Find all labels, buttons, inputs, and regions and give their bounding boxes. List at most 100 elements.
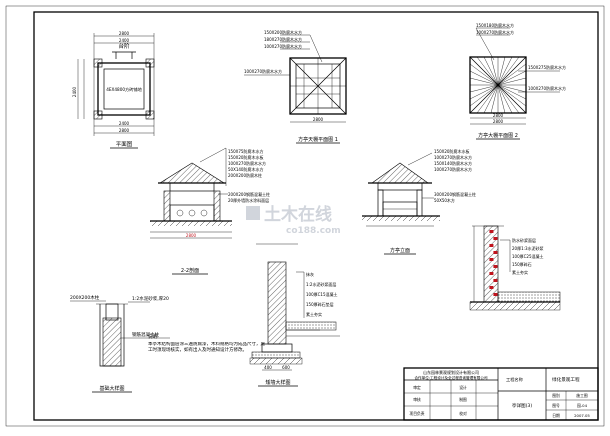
rafter-line — [497, 84, 506, 114]
brick-mark — [493, 265, 498, 268]
brick-mark — [493, 251, 498, 254]
outer-border — [5, 5, 605, 427]
roof2-title: 方亭大棚平面图 2 — [478, 132, 518, 139]
plan-dim-side: 2400 — [72, 86, 77, 97]
tb-project-label: 工程名称 — [506, 376, 523, 383]
rafter-line — [497, 84, 520, 114]
s22-callout-7: 20厚外墙防水涂料面层 — [228, 197, 269, 203]
tb-project-name: 绿化景观工程 — [552, 376, 580, 383]
brick-mark — [493, 237, 498, 240]
roof2-dim-1: 2800 — [493, 113, 504, 118]
plan-view: 台阶 2800 2400 4EX4800方砖铺地 2400 2800 2400 … — [72, 31, 155, 149]
wd-callout-2: 1:2水泥砂浆面层 — [306, 281, 336, 287]
notes-text: 本亭木结构面层涂三遍防腐漆，木料规格均为成品尺寸，施工时须现场核实，如有出入及时… — [148, 342, 265, 353]
rafter-line — [497, 84, 527, 100]
roof2-callout-3: 150X275防腐木水方 — [528, 64, 566, 70]
rafter-line — [497, 56, 520, 86]
rafter-line — [469, 63, 499, 86]
rafter-line — [483, 84, 499, 114]
rafter-line — [497, 56, 513, 86]
wd-dim-1: 400 — [264, 365, 272, 370]
elev-callout-4: 100X270防腐木水方 — [434, 166, 472, 172]
wd-title: 矮墙大样图 — [265, 379, 290, 386]
s22-title: 2-2剖面 — [181, 267, 199, 274]
elev-callout-3: 150X140防腐木水方 — [434, 160, 472, 166]
elev-callout-5: 300X200钢筋混凝土柱 — [434, 191, 476, 197]
tb-meta-value-3: 2007.05 — [574, 413, 590, 418]
brick-mark — [489, 244, 494, 247]
rafter-line — [497, 70, 527, 86]
roof2-dim-2: 2800 — [493, 119, 504, 124]
tb-meta-label-1: 图别 — [552, 393, 560, 398]
rafter-line — [469, 84, 499, 93]
brick-mark — [489, 230, 494, 233]
watermark-sub: co188.com — [286, 226, 341, 236]
plan-dim-bottom-1: 2400 — [119, 121, 130, 126]
rd-callout-2: 20厚1:3水泥砂浆 — [512, 245, 544, 251]
wd-callout-1: 抹灰 — [306, 271, 314, 277]
rafter-line — [476, 56, 499, 86]
rafter-line — [497, 63, 527, 86]
rafter-line — [469, 84, 499, 107]
rafter-line — [469, 84, 499, 100]
rafter-line — [497, 84, 513, 114]
s22-callout-3: 100X270防腐木水方 — [228, 160, 266, 166]
rafter-line — [497, 77, 527, 86]
elevation-view: 150X20防腐木水板 100X270防腐木水方 150X140防腐木水方 10… — [362, 148, 476, 255]
plan-dim-bottom-2: 2800 — [119, 128, 130, 133]
rd-callout-1: 防水砂浆面层 — [512, 237, 536, 243]
tb-meta-value-2: 园-04 — [577, 403, 588, 408]
roof-frame-2-view: 2800 2800 150X180防腐木水方 100X270防腐木水方 150X… — [469, 22, 566, 140]
section-2-2-view: 2800 150X75防腐木水方 150X20防腐木水板 100X270防腐木水… — [150, 147, 270, 275]
brick-mark — [493, 293, 498, 296]
roof1-dim: 2800 — [313, 117, 324, 122]
s22-callout-5: 200X200防腐木柱 — [228, 172, 262, 178]
footing-detail-view: 200X200木柱 1:2水泥砂浆,厚20 钢筋混凝土柱 基础大样图 — [70, 294, 170, 393]
tb-meta-label-2: 图号 — [552, 403, 560, 408]
tb-company-2: 合作单位:工程设计及全过程咨询管理有限公司 — [414, 375, 487, 380]
tb-meta-label-3: 日期 — [552, 413, 560, 418]
tb-company-1: 山东园林景观规划设计有限公司 — [423, 369, 479, 375]
wd-callout-4: 150厚碎石垫层 — [306, 301, 334, 307]
watermark-main: 土木在线 — [264, 204, 332, 225]
fd-callout-1: 200X200木柱 — [70, 294, 100, 301]
rd-callout-3: 100厚C25混凝土 — [512, 253, 544, 259]
s22-callout-2: 150X20防腐木水板 — [228, 154, 263, 160]
s22-callout-4: 50X140防腐木水方 — [228, 166, 263, 172]
tb-row1-left: 审定 — [413, 385, 421, 390]
fd-title: 基础大样图 — [99, 385, 124, 392]
fd-callout-2: 1:2水泥砂浆,厚20 — [132, 295, 169, 302]
rafter-line — [497, 84, 527, 93]
tb-row2-right: 制图 — [459, 397, 467, 402]
roof2-callout-2: 100X270防腐木水方 — [476, 29, 514, 35]
roof1-callout-2: 180X270防腐木水方 — [264, 36, 302, 42]
tb-row2-left: 审核 — [413, 397, 421, 402]
s22-callout-1: 150X75防腐木水方 — [228, 148, 263, 154]
svg-text:2800: 2800 — [186, 233, 197, 238]
rafter-line — [483, 56, 499, 86]
watermark: 土木在线 co188.com — [246, 204, 341, 236]
tb-row3-right: 校对 — [459, 411, 467, 416]
wd-dim-2: 600 — [282, 365, 290, 370]
rd-callout-4: 150厚碎石 — [512, 261, 532, 267]
rafter-line — [497, 84, 527, 107]
wall-detail-view: 抹灰 1:2水泥砂浆面层 100厚C15混凝土 150厚碎石垫层 素土夯实 40… — [249, 243, 340, 387]
tb-row3-left: 项目负责 — [409, 411, 424, 416]
rafter-line — [469, 77, 499, 86]
roof1-callout-1: 150X200防腐木水方 — [264, 29, 302, 35]
plan-title: 平面图 — [116, 140, 133, 148]
roof1-callout-4: 100X270防腐木水方 — [244, 68, 282, 74]
roof1-callout-3: 100X270防腐木水方 — [264, 43, 302, 49]
roof2-callout-1: 150X180防腐木水方 — [476, 22, 514, 28]
plan-dim-top-2: 2400 — [119, 38, 130, 43]
roof-frame-1-view: 2800 150X200防腐木水方 180X270防腐木水方 100X270防腐… — [244, 29, 347, 144]
plan-center-label: 4EX4800方砖铺地 — [106, 86, 142, 93]
rafter-line — [490, 84, 499, 114]
tb-drawing-name: 亭详图(3) — [512, 402, 532, 409]
wd-callout-3: 100厚C15混凝土 — [306, 291, 338, 297]
roof1-title: 方亭天棚平面图 1 — [298, 136, 338, 143]
rafter-line — [490, 56, 499, 86]
brick-mark — [489, 258, 494, 261]
wd-callout-5: 素土夯实 — [306, 311, 322, 317]
